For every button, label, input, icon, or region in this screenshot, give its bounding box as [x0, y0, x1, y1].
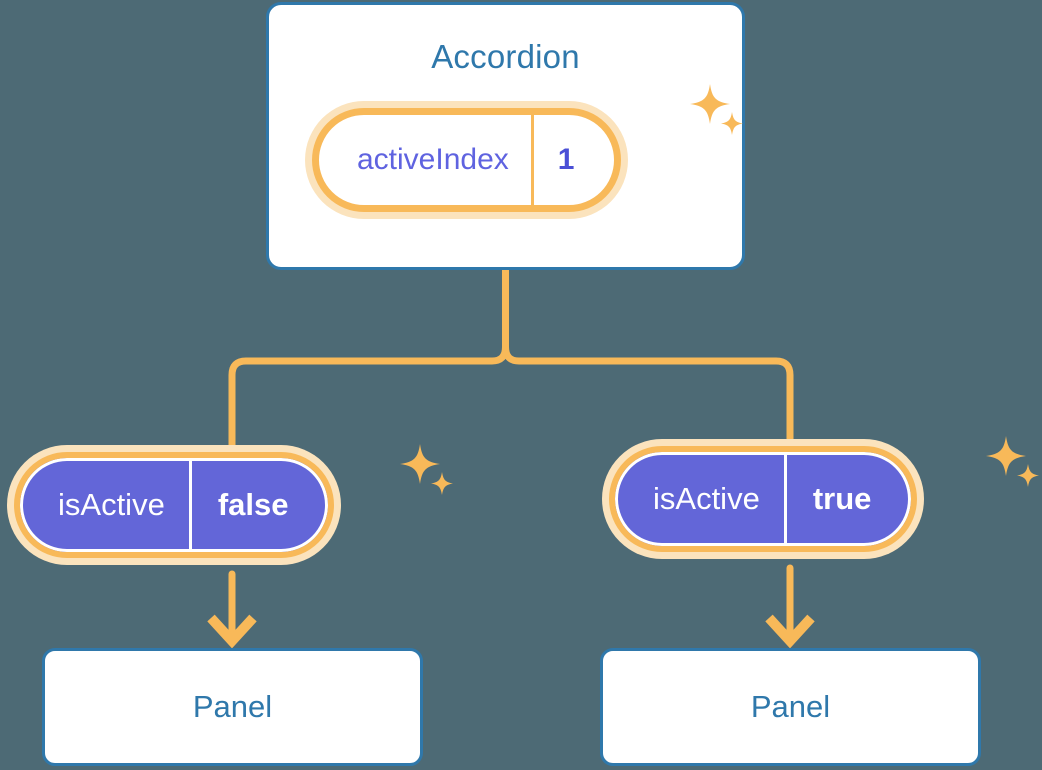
sparkle-large-icon — [400, 444, 440, 484]
sparkle-small-icon — [1017, 464, 1039, 487]
panel-card-left: Panel — [42, 648, 423, 766]
state-badge-value: 1 — [530, 115, 615, 205]
state-badge-active-index[interactable]: activeIndex 1 — [312, 108, 622, 212]
state-badge-key: isActive — [58, 487, 165, 522]
sparkle-large-icon — [986, 436, 1026, 476]
panel-card-right: Panel — [600, 648, 981, 766]
sparkle-small-icon — [431, 472, 453, 495]
arrow-down-icon-right — [765, 564, 815, 649]
state-badge-key: isActive — [653, 481, 760, 516]
sparkle-icon-right — [982, 434, 1042, 501]
sparkle-icon-left — [396, 442, 458, 509]
state-badge-value: true — [783, 452, 912, 546]
state-badge-key: activeIndex — [357, 143, 509, 176]
panel-title: Panel — [750, 689, 831, 724]
state-badge-is-active-false[interactable]: isActive false — [14, 452, 335, 558]
arrow-down-icon-left — [207, 570, 257, 649]
connector-right-branch — [502, 266, 794, 448]
connector-left-branch — [228, 266, 509, 456]
state-badge-is-active-true[interactable]: isActive true — [609, 446, 918, 552]
state-badge-value: false — [188, 458, 329, 552]
panel-title: Panel — [192, 689, 273, 724]
accordion-title: Accordion — [431, 38, 580, 75]
